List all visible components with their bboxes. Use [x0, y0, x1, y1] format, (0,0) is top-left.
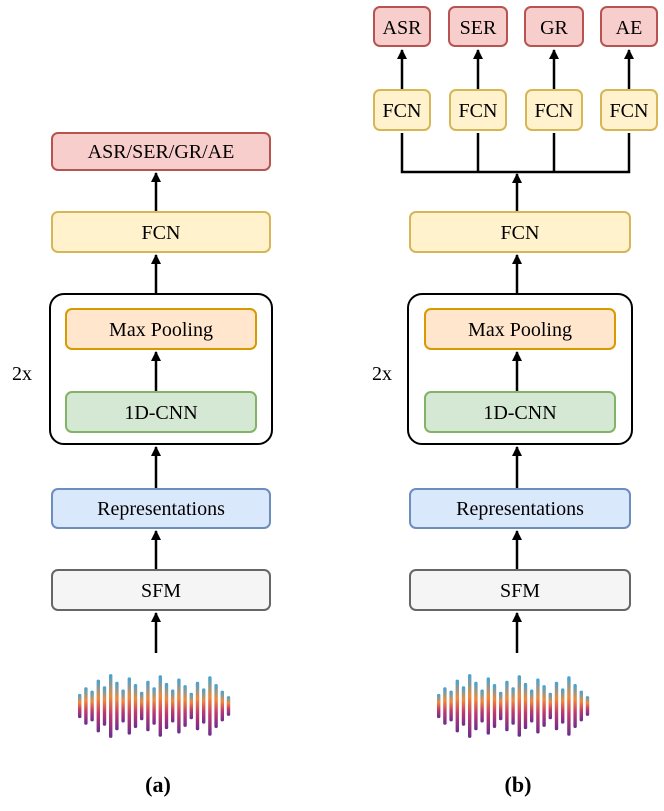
- waveform-bar: [461, 686, 466, 726]
- representations-label-b: Representations: [456, 498, 584, 520]
- waveform-bar: [183, 685, 187, 727]
- head-fcn-4: FCN: [600, 89, 658, 131]
- waveform-icon-b: [437, 674, 590, 738]
- fcn-box: FCN: [51, 211, 271, 253]
- waveform-bar: [152, 687, 156, 725]
- waveform-bar: [585, 696, 590, 716]
- waveform-bar: [499, 691, 503, 721]
- head-fcn-3: FCN: [525, 89, 583, 131]
- cnn-box-b: 1D-CNN: [424, 391, 616, 433]
- head-ae-label: AE: [616, 17, 643, 39]
- waveform-bar: [195, 681, 200, 731]
- waveform-bar: [140, 691, 144, 721]
- waveform-bar: [530, 689, 534, 723]
- head-fcn-2-label: FCN: [459, 100, 498, 122]
- max-pooling-label-b: Max Pooling: [468, 319, 572, 341]
- head-asr: ASR: [373, 6, 431, 47]
- waveform-bar: [548, 692, 552, 720]
- waveform-bar: [523, 682, 528, 730]
- waveform-bar: [554, 681, 559, 731]
- representations-label: Representations: [97, 498, 225, 520]
- waveform-bar: [443, 687, 447, 725]
- waveform-bar: [121, 689, 125, 723]
- sfm-label-b: SFM: [500, 580, 540, 602]
- waveform-bar: [214, 684, 218, 728]
- waveform-bar: [542, 685, 546, 727]
- head-fcn-1: FCN: [373, 89, 431, 131]
- output-box: ASR/SER/GR/AE: [51, 132, 271, 171]
- representations-box: Representations: [51, 488, 271, 529]
- waveform-bar: [115, 681, 119, 731]
- sfm-box: SFM: [51, 569, 271, 653]
- waveform-bar: [102, 686, 107, 726]
- waveform-bar: [177, 678, 181, 734]
- cnn-label-b: 1D-CNN: [483, 402, 556, 424]
- caption-a: (a): [145, 772, 171, 797]
- waveform-bar: [492, 684, 497, 728]
- waveform-bar: [158, 675, 162, 737]
- waveform-bar: [78, 693, 82, 719]
- head-ae: AE: [600, 6, 658, 47]
- max-pooling-box-b: Max Pooling: [424, 308, 616, 350]
- max-pooling-label: Max Pooling: [109, 319, 213, 341]
- head-ser: SER: [448, 6, 508, 47]
- caption-b: (b): [505, 772, 532, 797]
- waveform-bar: [171, 689, 175, 723]
- waveform-bar: [474, 681, 478, 731]
- head-fcn-2: FCN: [449, 89, 507, 131]
- branch-bus: [400, 133, 631, 174]
- panel-a: ASR/SER/GR/AE FCN 2x Max Pooling 1D-CNN …: [12, 132, 273, 797]
- waveform-bar: [455, 679, 459, 733]
- waveform-bar: [511, 687, 515, 725]
- sfm-box-b: SFM: [409, 569, 631, 611]
- waveform-bar: [437, 693, 441, 719]
- repeat-label: 2x: [12, 363, 32, 385]
- panel-b: ASR SER GR AE FCN FCN FCN: [372, 6, 658, 797]
- waveform-bar: [517, 675, 521, 737]
- waveform-bar: [146, 680, 150, 732]
- cnn-label: 1D-CNN: [124, 402, 197, 424]
- waveform-bar: [480, 689, 484, 723]
- waveform-bar: [90, 690, 94, 722]
- head-fcn-3-label: FCN: [535, 100, 574, 122]
- repeat-label-b: 2x: [372, 363, 392, 385]
- waveform-bar: [573, 684, 577, 728]
- head-fcn-4-label: FCN: [610, 100, 649, 122]
- waveform-bar: [202, 688, 206, 724]
- waveform-bar: [561, 688, 565, 724]
- head-fcn-1-label: FCN: [383, 100, 422, 122]
- shared-fcn-label: FCN: [501, 222, 540, 244]
- head-gr-label: GR: [540, 17, 568, 39]
- waveform-bar: [468, 674, 472, 738]
- waveform-bar: [96, 679, 100, 733]
- waveform-bar: [486, 677, 490, 735]
- representations-box-b: Representations: [409, 488, 631, 529]
- max-pooling-box: Max Pooling: [65, 308, 257, 350]
- waveform-bar: [536, 678, 540, 734]
- waveform-bar: [226, 696, 231, 716]
- sfm-label: SFM: [141, 580, 181, 602]
- shared-fcn-box: FCN: [409, 211, 631, 253]
- waveform-bar: [567, 676, 571, 736]
- cnn-box: 1D-CNN: [65, 391, 257, 433]
- output-label: ASR/SER/GR/AE: [88, 141, 235, 163]
- waveform-bar: [220, 690, 224, 722]
- fcn-label: FCN: [142, 222, 181, 244]
- head-asr-label: ASR: [383, 17, 423, 39]
- waveform-bar: [449, 690, 453, 722]
- waveform-bar: [133, 684, 138, 728]
- waveform-bar: [84, 687, 88, 725]
- head-ser-label: SER: [460, 17, 497, 39]
- waveform-bar: [127, 677, 131, 735]
- waveform-bar: [505, 680, 509, 732]
- head-gr: GR: [524, 6, 584, 47]
- waveform-bar: [579, 690, 583, 722]
- waveform-bar: [208, 676, 212, 736]
- waveform-bar: [109, 674, 113, 738]
- waveform-icon: [78, 674, 231, 738]
- waveform-bar: [164, 682, 169, 730]
- waveform-bar: [189, 692, 193, 720]
